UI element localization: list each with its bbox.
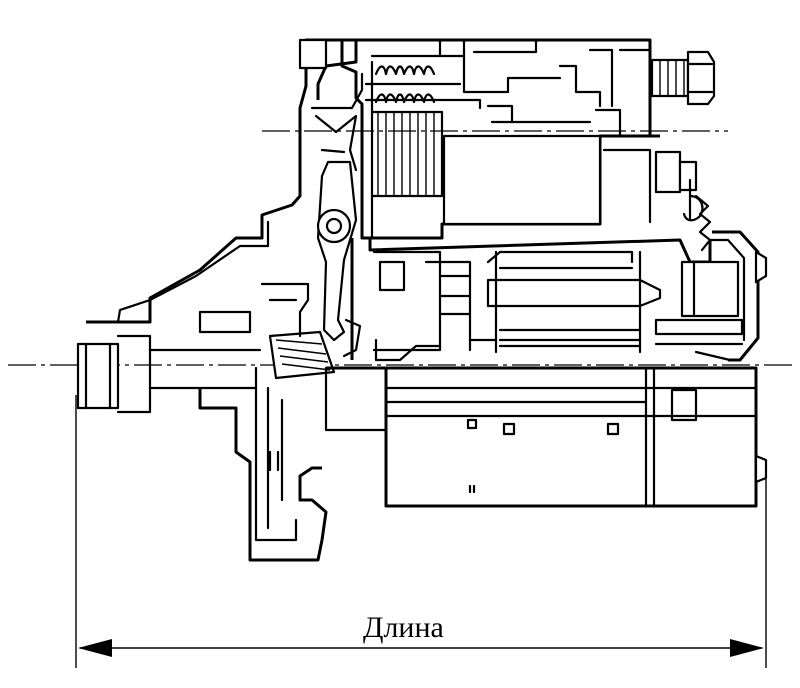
drive-housing xyxy=(76,38,358,562)
arrow-left-icon xyxy=(78,639,112,657)
solenoid-switch xyxy=(340,38,660,240)
arrow-right-icon xyxy=(730,639,764,657)
terminal-bolts xyxy=(298,38,716,252)
shift-lever xyxy=(310,72,364,358)
motor-yoke xyxy=(324,178,768,508)
yoke-details xyxy=(466,418,620,494)
dimension-label: Длина xyxy=(363,611,444,644)
pinion-gear xyxy=(198,282,336,380)
length-dimension: Длина xyxy=(75,395,767,668)
